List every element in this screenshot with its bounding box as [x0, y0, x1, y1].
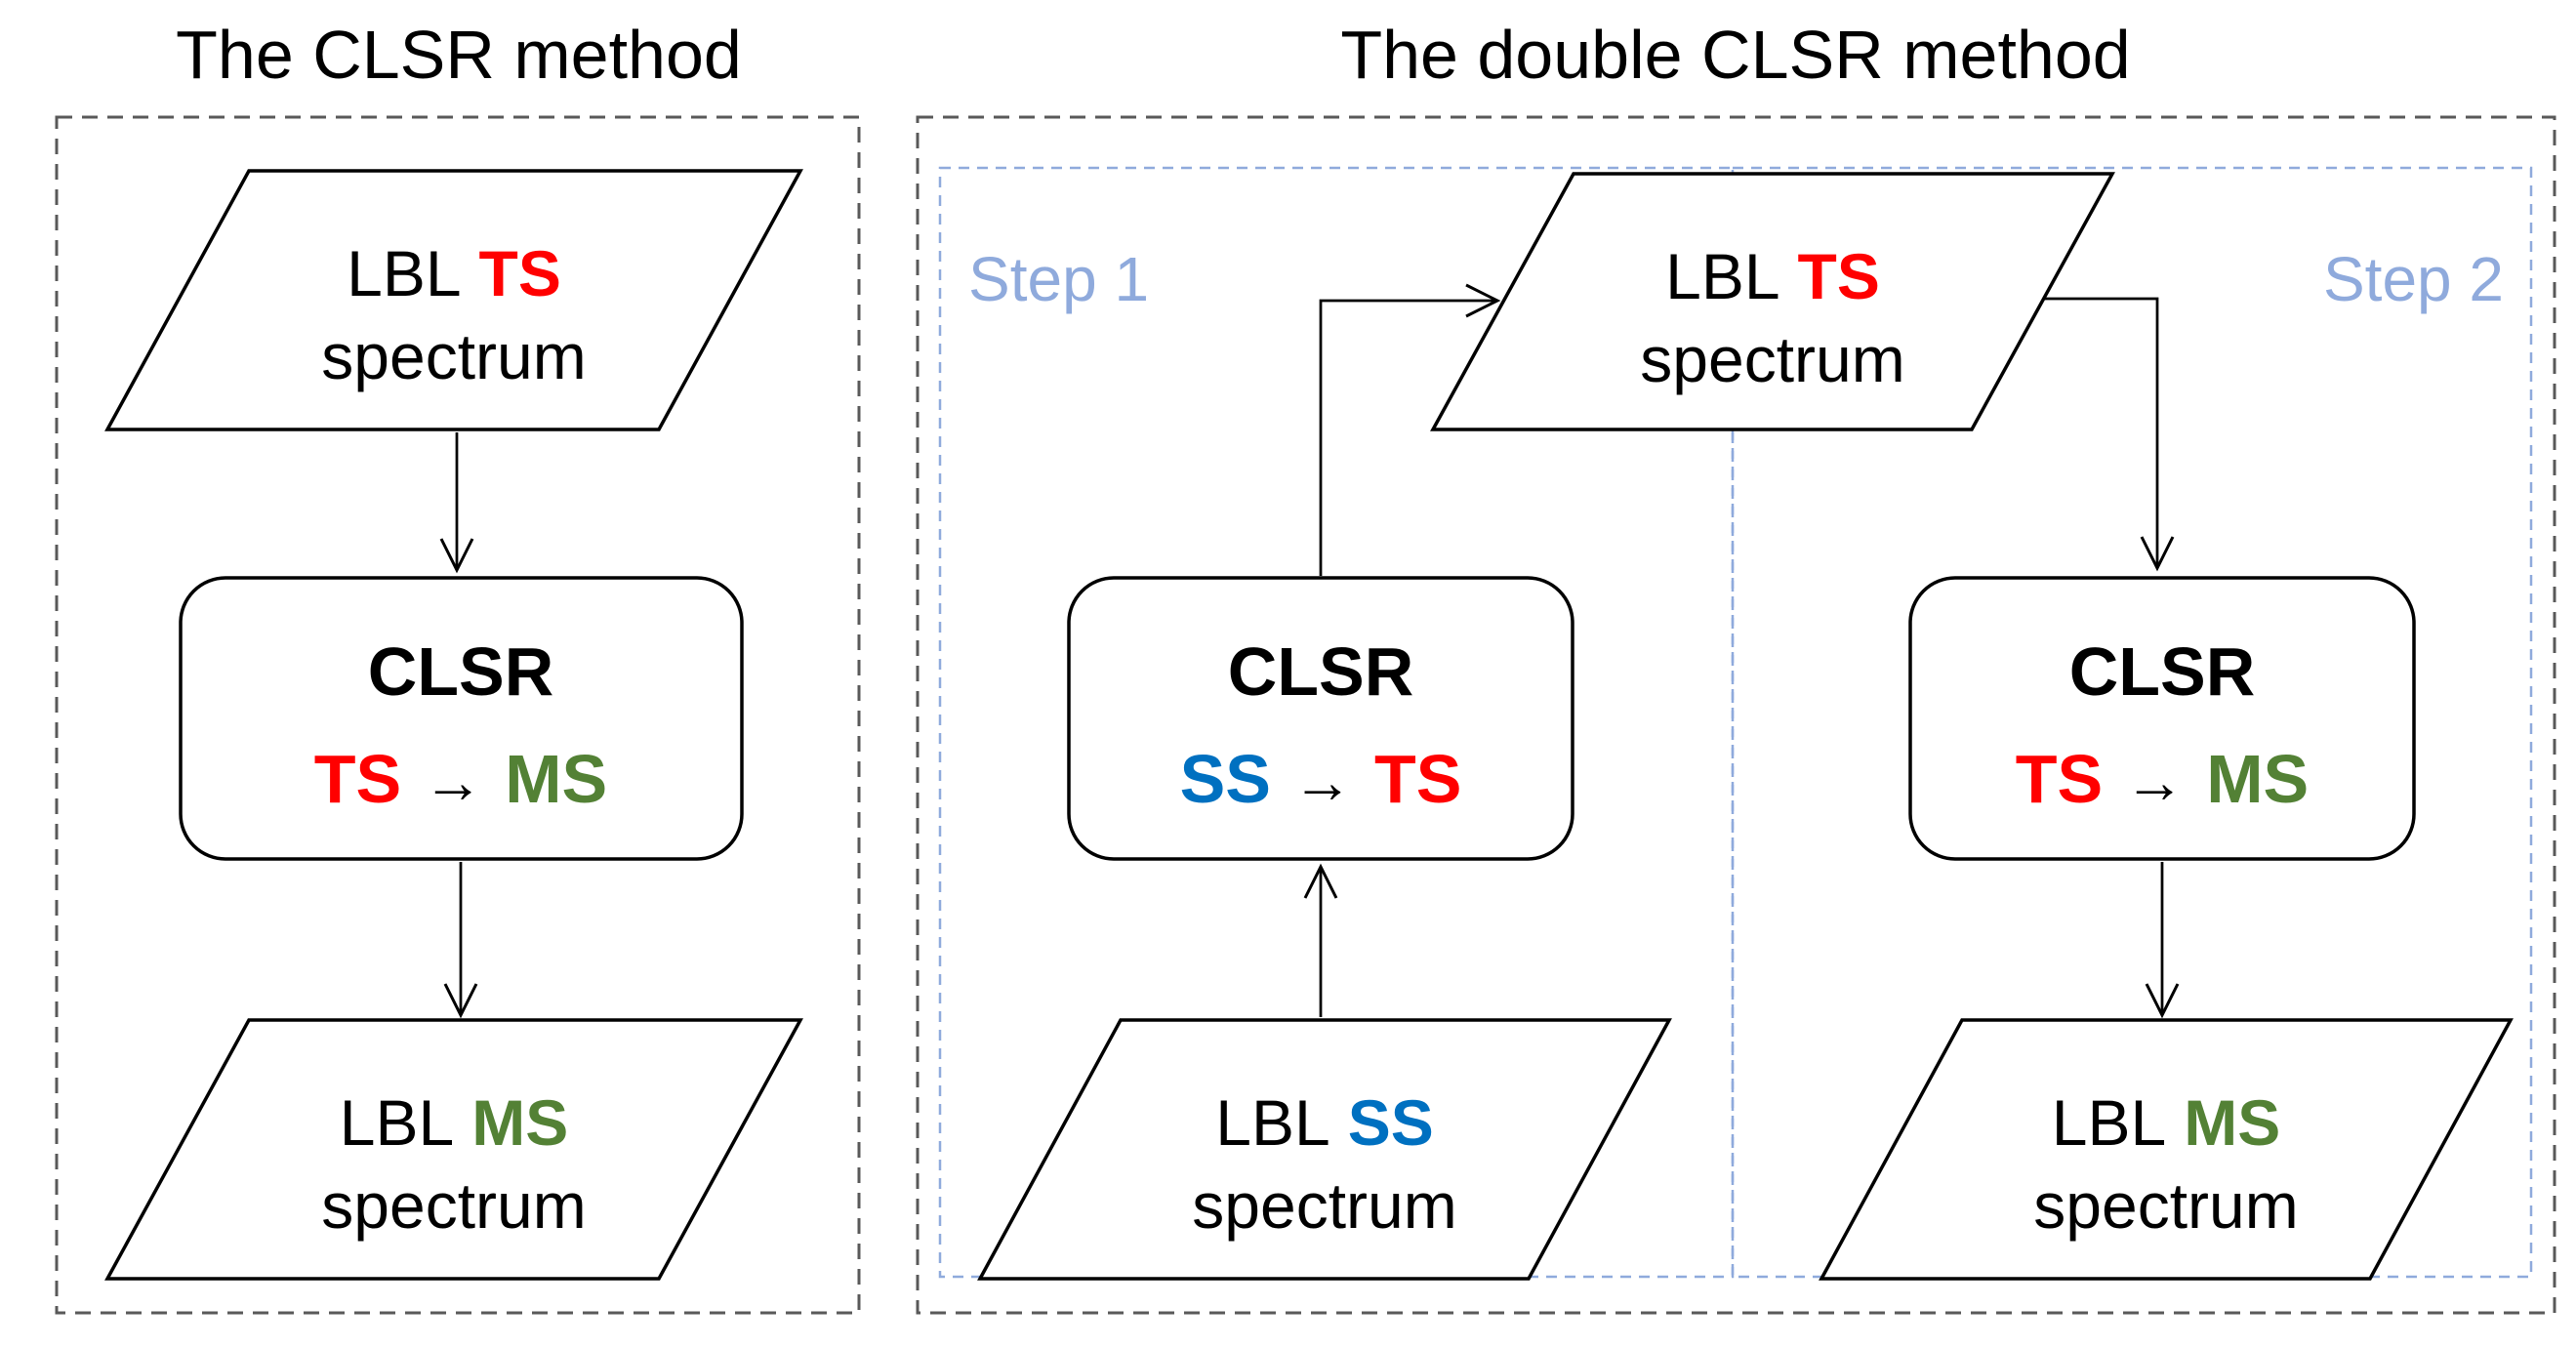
right-panel-title: The double CLSR method	[1340, 17, 2130, 93]
step2-process-to-ms: MS	[2206, 741, 2309, 817]
step2-ms-parallelogram	[1819, 1018, 2514, 1281]
step1-process-mapping: SS → TS	[1180, 741, 1462, 817]
left-output-prefix: LBL	[340, 1086, 454, 1159]
arrow-shared-ts-to-step2-process	[2043, 297, 2175, 572]
step1-dashed-border	[938, 166, 1735, 1279]
step1-ss-line1: LBL SS	[1215, 1086, 1433, 1159]
step1-process-from-ss: SS	[1180, 741, 1271, 817]
step1-process-to-ts: TS	[1374, 741, 1461, 817]
step2-process-name: CLSR	[2069, 633, 2256, 710]
left-input-prefix: LBL	[347, 237, 461, 309]
step1-ss-token: SS	[1348, 1086, 1434, 1159]
step1-ss-prefix: LBL	[1215, 1086, 1329, 1159]
shared-ts-token: TS	[1798, 240, 1880, 312]
right-panel-dashed-border	[916, 115, 2556, 1315]
shared-ts-parallelogram	[1430, 172, 2115, 431]
step1-process-box	[1067, 576, 1574, 861]
left-process-arrow-glyph: →	[423, 749, 483, 816]
step2-ms-token: MS	[2184, 1086, 2280, 1159]
shared-ts-prefix: LBL	[1665, 240, 1779, 312]
left-output-line2: spectrum	[321, 1169, 586, 1242]
left-process-box	[179, 576, 744, 861]
left-process-from-ts: TS	[314, 741, 401, 817]
shared-ts-line2: spectrum	[1640, 323, 1904, 395]
step1-process-arrow-glyph: →	[1292, 749, 1353, 816]
step2-ms-prefix: LBL	[2052, 1086, 2166, 1159]
arrow-step1-process-to-shared-ts	[1319, 283, 1501, 576]
left-panel-dashed-border	[55, 115, 861, 1315]
left-panel-title: The CLSR method	[176, 17, 742, 93]
left-input-line2: spectrum	[321, 320, 586, 392]
step1-label: Step 1	[968, 244, 1149, 314]
step1-process-name: CLSR	[1228, 633, 1414, 710]
left-output-token-ms: MS	[471, 1086, 568, 1159]
left-output-parallelogram	[104, 1018, 803, 1281]
left-input-token-ts: TS	[479, 237, 561, 309]
step2-process-box	[1908, 576, 2416, 861]
step1-ss-line2: spectrum	[1192, 1169, 1456, 1242]
left-process-mapping: TS → MS	[314, 741, 607, 817]
step1-ss-parallelogram	[977, 1018, 1672, 1281]
step2-label: Step 2	[2323, 244, 2504, 314]
step2-process-from-ts: TS	[2016, 741, 2103, 817]
shared-ts-line1: LBL TS	[1665, 240, 1880, 312]
step2-process-mapping: TS → MS	[2016, 741, 2309, 817]
left-process-to-ms: MS	[505, 741, 607, 817]
step2-process-arrow-glyph: →	[2124, 749, 2185, 816]
left-input-parallelogram	[104, 169, 803, 431]
step2-ms-line2: spectrum	[2033, 1169, 2298, 1242]
left-process-name: CLSR	[368, 633, 554, 710]
